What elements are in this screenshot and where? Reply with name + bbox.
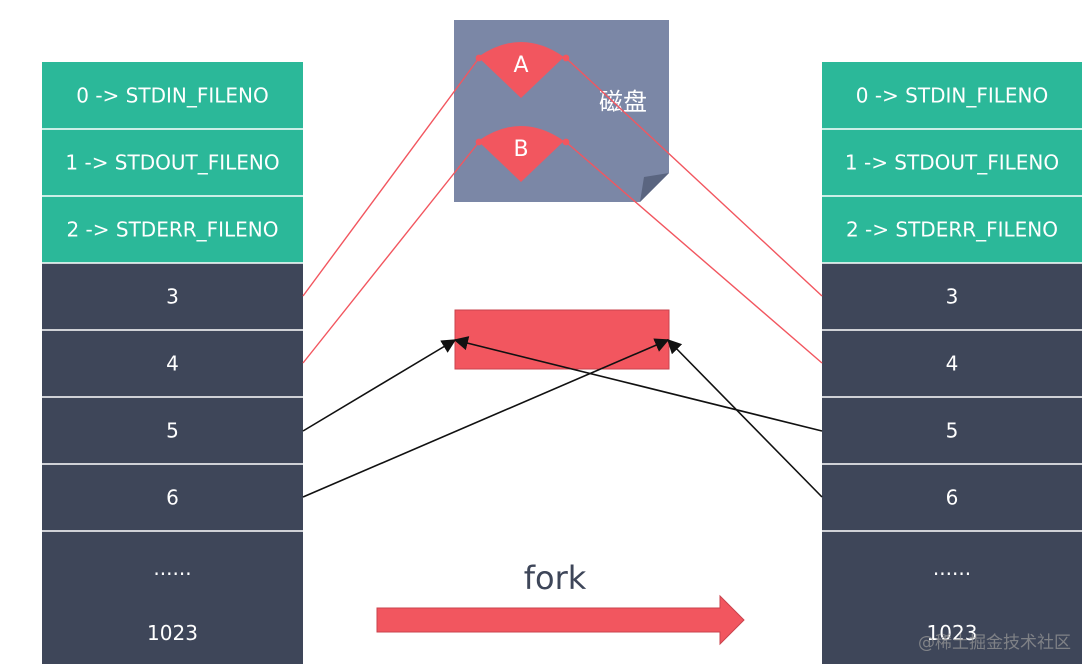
right-fd3-to-sector-a [562,54,823,297]
left-fd-label-8: 1023 [147,621,198,645]
right-fd-table: 0 -> STDIN_FILENO 1 -> STDOUT_FILENO 2 -> … [822,62,1082,664]
right-fd4-to-sector-b [562,138,823,364]
right-fd-label-1: 1 -> STDOUT_FILENO [845,151,1059,175]
left-fd-row-7 [42,531,303,598]
right-fd5-arrow [453,336,823,432]
left-fd-row-5 [42,397,303,464]
right-fd-label-5: 5 [946,419,959,443]
right-fd-label-0: 0 -> STDIN_FILENO [856,84,1048,108]
left-fd-row-1 [42,129,303,196]
right-fd-label-3: 3 [946,285,959,309]
right-fd6-arrow [666,338,823,498]
left-fd-label-1: 1 -> STDOUT_FILENO [65,151,279,175]
right-fd-label-4: 4 [946,352,959,376]
left-fd-label-6: 6 [166,486,179,510]
left-fd-row-4 [42,330,303,397]
watermark: @稀土掘金技术社区 [918,633,1071,653]
right-fd-row-1 [822,129,1082,196]
right-fd-row-7 [822,531,1082,598]
disk-fold [640,173,669,202]
left-fd-table: 0 -> STDIN_FILENO 1 -> STDOUT_FILENO 2 -> … [42,62,303,664]
right-fd-row-0 [822,62,1082,129]
sector-b-label: B [513,137,528,162]
shared-file-entry [454,309,670,370]
left-fd-row-3 [42,263,303,330]
left-fd-label-5: 5 [166,419,179,443]
left-fd-label-4: 4 [166,352,179,376]
disk: 磁盘 A B [454,20,669,202]
sector-a [478,42,564,98]
right-fd-row-5 [822,397,1082,464]
left-fd-row-0 [42,62,303,129]
right-fd-label-7: ...... [933,556,971,580]
right-fd-row-4 [822,330,1082,397]
left-fd5-arrow [302,339,457,432]
left-fd-label-0: 0 -> STDIN_FILENO [76,84,268,108]
right-fd-row-2 [822,196,1082,263]
sector-b [478,126,564,182]
sector-a-label: A [513,53,528,78]
right-fd-label-6: 6 [946,486,959,510]
left-fd4-to-sector-b [302,138,483,364]
right-fd-row-6 [822,464,1082,531]
right-fd-row-8 [822,598,1082,664]
left-fd6-arrow [302,338,670,498]
left-fd-label-3: 3 [166,285,179,309]
left-fd-row-8 [42,598,303,664]
right-fd-row-3 [822,263,1082,330]
fork-label: fork [524,559,587,597]
fork-arrow [376,594,745,646]
left-fd-row-2 [42,196,303,263]
right-fd-label-2: 2 -> STDERR_FILENO [846,218,1058,242]
left-fd-label-2: 2 -> STDERR_FILENO [66,218,278,242]
left-fd3-to-sector-a [302,54,483,297]
right-fd-label-8: 1023 [927,621,978,645]
left-fd-row-6 [42,464,303,531]
left-fd-label-7: ...... [153,556,191,580]
